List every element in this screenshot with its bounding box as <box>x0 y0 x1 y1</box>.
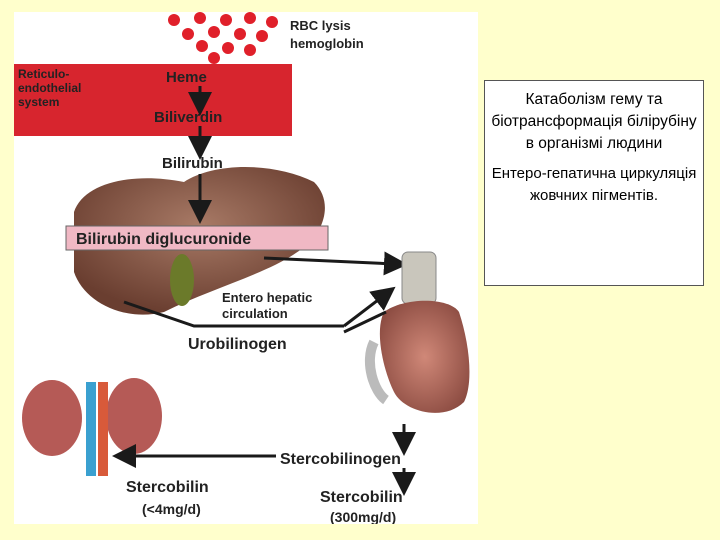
bilirubin-label: Bilirubin <box>162 155 223 172</box>
caption-subtitle: Ентеро-гепатична циркуляція жовчних пігм… <box>491 165 697 204</box>
biliverdin-label: Biliverdin <box>154 109 222 126</box>
intestine-illustration <box>379 300 470 413</box>
stercobilin-kidney-amount: (<4mg/d) <box>142 501 201 517</box>
stercobilinogen-label: Stercobilinogen <box>280 451 401 468</box>
right-kidney-illustration <box>106 378 162 454</box>
arrow-circulation-down <box>343 310 387 334</box>
metabolism-diagram: RBC lysis hemoglobin Reticulo- endotheli… <box>14 12 478 524</box>
colon-illustration <box>365 339 390 405</box>
diagram-canvas: RBC lysis hemoglobin Reticulo- endotheli… <box>14 12 470 524</box>
vena-cava-illustration <box>86 382 96 476</box>
stercobilin-feces-amount: (300mg/d) <box>330 509 396 524</box>
heme-label: Heme <box>166 69 207 86</box>
caption-title: Катаболізм гему та біотрансформація білі… <box>491 91 697 152</box>
entero-circulation-line <box>123 300 344 328</box>
diglucuronide-box <box>65 225 329 251</box>
left-kidney-illustration <box>22 380 82 456</box>
duodenum-illustration <box>401 251 437 305</box>
urobilinogen-label: Urobilinogen <box>188 336 287 353</box>
entero-label-line2: circulation <box>222 306 288 321</box>
diglucuronide-label: Bilirubin diglucuronide <box>76 231 251 248</box>
stercobilin-kidney-label: Stercobilin <box>126 479 209 496</box>
reticuloendothelial-band <box>14 64 292 136</box>
rbc-label: RBC lysis <box>290 18 351 33</box>
arrow-circulation-up <box>343 286 396 328</box>
res-label-line1: Reticulo- <box>18 67 69 81</box>
aorta-illustration <box>98 382 108 476</box>
hemoglobin-label: hemoglobin <box>290 36 364 51</box>
entero-label-line1: Entero hepatic <box>222 290 312 305</box>
caption-box: Катаболізм гему та біотрансформація білі… <box>484 80 704 286</box>
arrow-to-intestine <box>263 251 408 276</box>
res-label-line2: endothelial <box>18 81 81 95</box>
res-label-line3: system <box>18 95 59 109</box>
gallbladder-illustration <box>170 254 194 306</box>
stercobilin-feces-label: Stercobilin <box>320 489 403 506</box>
rbc-drops <box>168 12 278 64</box>
